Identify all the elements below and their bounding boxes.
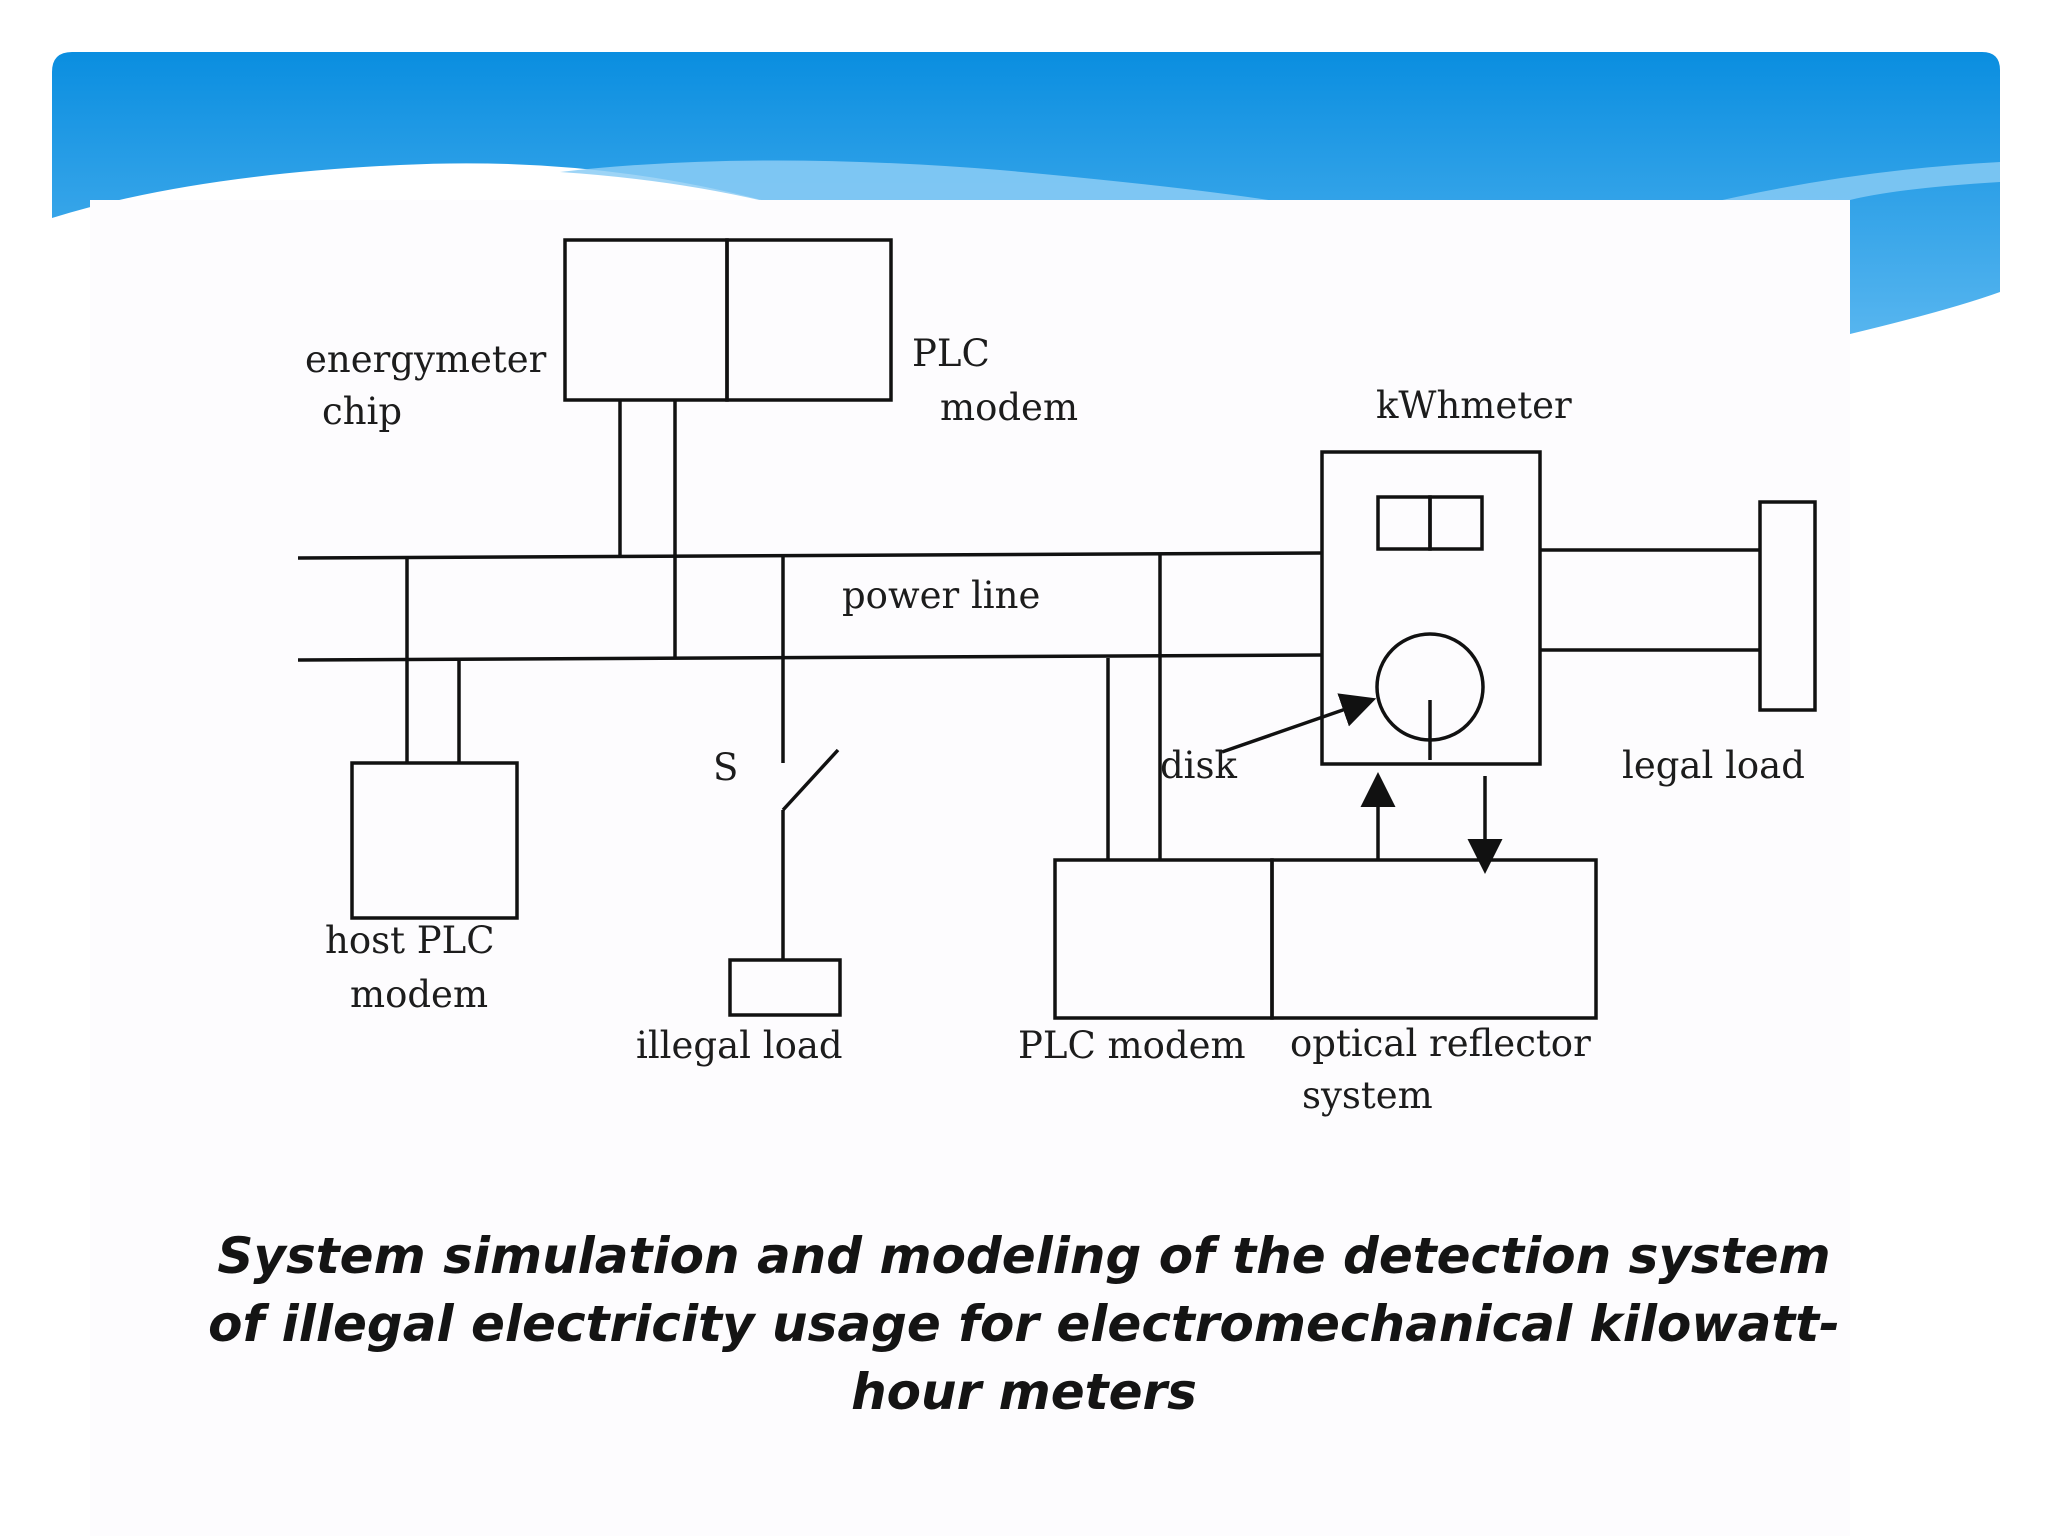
- figure-caption: System simulation and modeling of the de…: [208, 1227, 1840, 1421]
- label-legal-load: legal load: [1622, 744, 1805, 787]
- label-energymeter-chip-2: chip: [322, 390, 402, 433]
- switch-blade: [781, 748, 840, 812]
- label-illegal-load: illegal load: [636, 1024, 843, 1067]
- label-plc-modem-top-1: PLC: [912, 332, 990, 375]
- plc-modem-top-box: [725, 238, 893, 402]
- label-host-plc-1: host PLC: [325, 919, 495, 962]
- label-kwhmeter: kWhmeter: [1376, 384, 1572, 427]
- illegal-load-box: [728, 958, 842, 1017]
- label-optical-reflector-2: system: [1302, 1074, 1433, 1117]
- label-optical-reflector-1: optical reflector: [1290, 1022, 1591, 1065]
- meter-display-left: [1376, 495, 1432, 551]
- energymeter-chip-box: [563, 238, 729, 402]
- label-switch: S: [713, 746, 738, 789]
- plc-modem-bottom-box: [1053, 858, 1274, 1020]
- header-banner: [52, 52, 2000, 334]
- power-line-bottom: [297, 653, 1323, 662]
- meter-display-right: [1428, 495, 1484, 551]
- host-plc-modem-box: [350, 761, 519, 920]
- disk-arrow: [1221, 693, 1377, 754]
- power-line-top: [297, 551, 1323, 560]
- kwhmeter-box: [1320, 450, 1542, 766]
- label-host-plc-2: modem: [350, 973, 488, 1016]
- legal-load-box: [1758, 500, 1817, 712]
- label-plc-modem-bottom: PLC modem: [1018, 1024, 1246, 1067]
- circuit-diagram: energymeter chip PLC modem kWhmeter powe…: [297, 238, 1817, 1117]
- label-plc-modem-top-2: modem: [940, 386, 1078, 429]
- label-power-line: power line: [842, 574, 1040, 617]
- label-energymeter-chip-1: energymeter: [305, 338, 547, 381]
- label-disk: disk: [1160, 744, 1238, 787]
- figure-panel: [90, 200, 1850, 1536]
- optical-reflector-box: [1270, 858, 1598, 1020]
